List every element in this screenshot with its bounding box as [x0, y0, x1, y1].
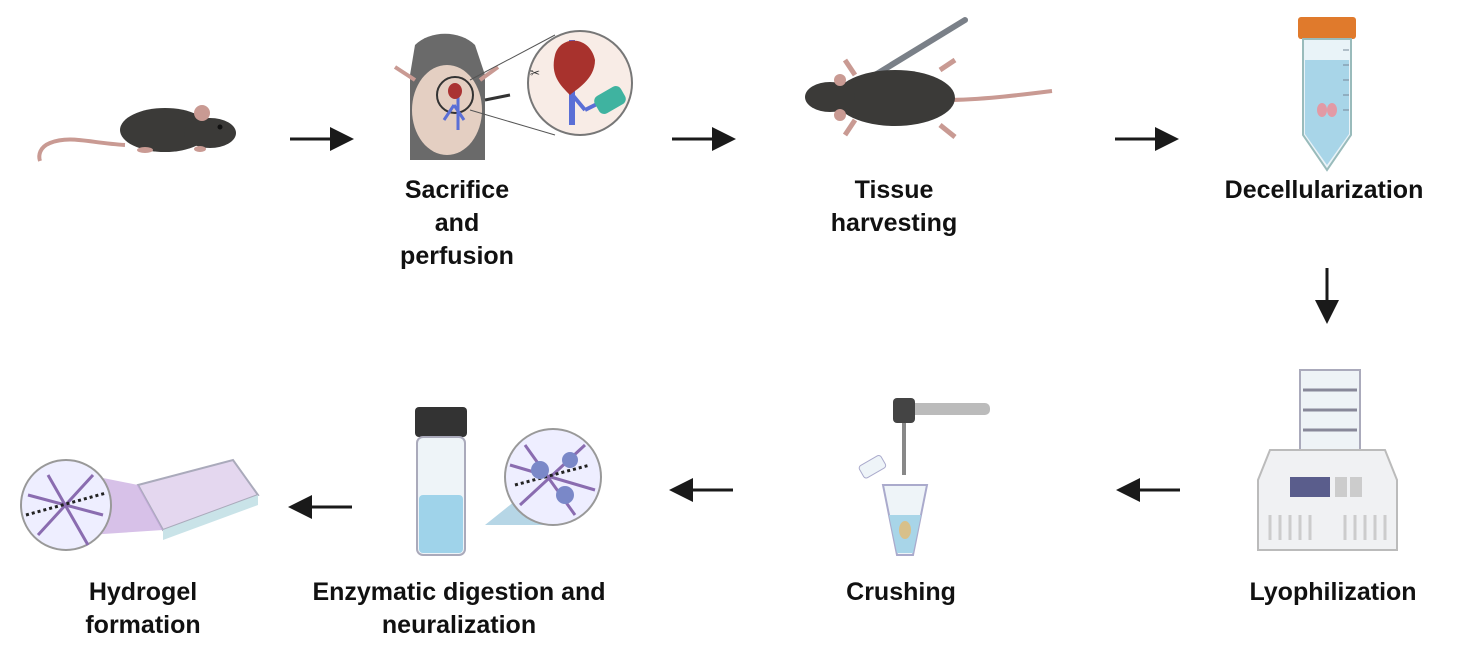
step-label-harvest: Tissue harvesting [830, 176, 958, 237]
step-label-hydrogel: Hydrogel formation [85, 578, 201, 639]
homogenizer-icon [858, 398, 990, 556]
svg-text:✂: ✂ [530, 66, 540, 80]
freeze-dryer-icon [1257, 369, 1398, 551]
step-label-sacrifice: Sacrifice and perfusion [400, 176, 514, 270]
vial-icon [415, 407, 602, 556]
mouse-icon [37, 105, 236, 162]
perfusion-icon: ✂ [393, 30, 633, 160]
step-label-crushing: Crushing [846, 578, 956, 606]
step-label-enzymatic: Enzymatic digestion and neuralization [312, 578, 606, 639]
step-label-decellularization: Decellularization [1224, 176, 1424, 204]
step-label-lyophilization: Lyophilization [1249, 578, 1417, 606]
hydrogel-plate-icon [20, 458, 260, 551]
tube-icon [1298, 17, 1356, 172]
dissected-mouse-icon [805, 17, 1053, 139]
